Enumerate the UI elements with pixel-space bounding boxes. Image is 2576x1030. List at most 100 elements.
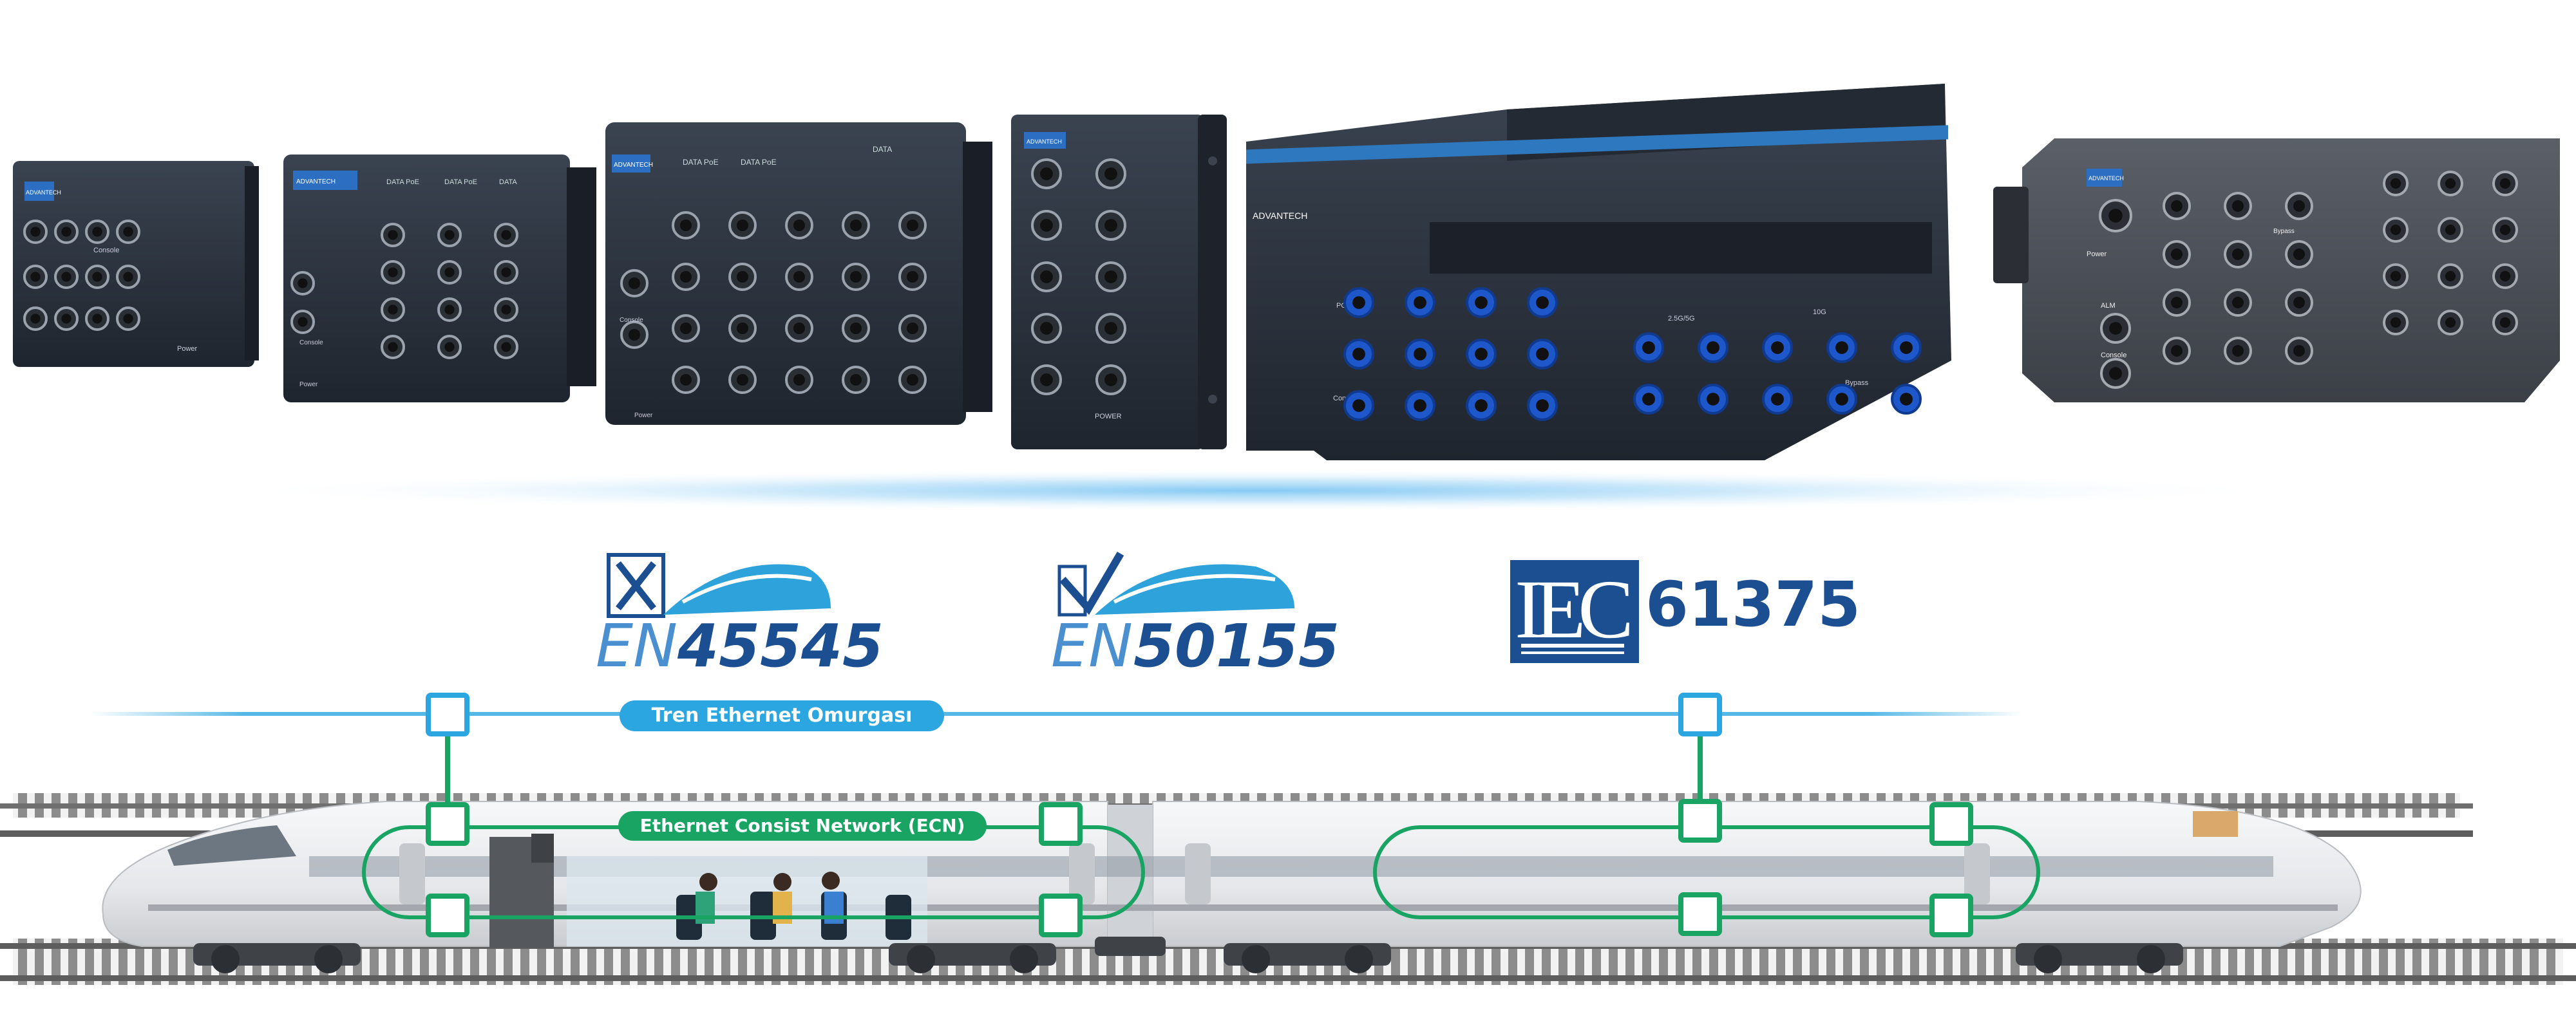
port-connector-center <box>680 271 692 283</box>
port-connector-center <box>850 374 862 386</box>
brand-label-1: ADVANTECH <box>26 189 61 196</box>
port-connector-center <box>1835 393 1848 406</box>
port-connector-center <box>737 374 748 386</box>
port-connector-center <box>1104 322 1117 335</box>
product-glow <box>225 469 2286 512</box>
port-connector-center <box>61 272 71 282</box>
port-connector-center <box>501 230 511 240</box>
port-connector-center <box>501 304 511 315</box>
port-connector-center <box>1771 341 1784 354</box>
device-5-label-2g5: 2.5G/5G <box>1668 315 1695 323</box>
backbone-label: Tren Ethernet Omurgası <box>620 700 944 731</box>
port-connector-center <box>2171 200 2183 212</box>
device-2-label-console: Console <box>299 339 323 346</box>
en45545-prefix: EN <box>596 612 677 680</box>
port-connector-center <box>680 374 692 386</box>
port-connector-center <box>501 342 511 352</box>
brand-label-5: ADVANTECH <box>1253 211 1307 221</box>
switch-device-2: ADVANTECH DATA PoE DATA PoE DATA Console… <box>283 154 596 402</box>
port-connector-center <box>1707 341 1719 354</box>
port-connector-center <box>2390 317 2401 328</box>
port-connector-center <box>2499 270 2511 282</box>
ports-device-3 <box>620 211 927 394</box>
port-connector-center <box>793 271 805 283</box>
port-connector-center <box>1642 341 1655 354</box>
device-2-label-power: Power <box>299 381 318 388</box>
device-5-label-10g: 10G <box>1813 308 1826 316</box>
port-connector-center <box>1536 399 1549 412</box>
port-connector-center <box>1040 373 1053 386</box>
device-3-header-1: DATA PoE <box>683 158 719 167</box>
port-connector-center <box>2232 200 2244 212</box>
en45545-number: 45545 <box>677 612 884 680</box>
port-connector-center <box>444 267 455 277</box>
port-connector-center <box>2232 297 2244 308</box>
port-connector-center <box>2171 345 2183 357</box>
device-1-label-power: Power <box>177 345 198 353</box>
device-3-header-2: DATA PoE <box>741 158 777 167</box>
iec-logo-text: IEC <box>1515 563 1634 656</box>
port-connector-center <box>1536 296 1549 309</box>
port-connector-center <box>1900 393 1913 406</box>
port-connector-center <box>92 272 102 282</box>
port-connector-center <box>123 272 133 282</box>
port-connector-center <box>30 227 41 237</box>
port-connector-center <box>2293 200 2305 212</box>
port-connector-center <box>1104 219 1117 232</box>
port-connector-center <box>1475 296 1488 309</box>
port-connector-center <box>444 342 455 352</box>
port-connector-center <box>92 227 102 237</box>
backbone-node-left <box>426 693 469 736</box>
device-6-label-alm: ALM <box>2101 302 2116 310</box>
port-connector-center <box>30 272 41 282</box>
port-connector-center <box>2499 317 2511 328</box>
port-connector-center <box>2109 322 2122 335</box>
port-connector-center <box>629 329 640 341</box>
device-3-header-3: DATA <box>873 145 892 154</box>
port-connector-center <box>2293 345 2305 357</box>
device-3-label-console: Console <box>620 317 643 324</box>
port-connector-center <box>1642 393 1655 406</box>
port-connector-center <box>2232 345 2244 357</box>
port-connector-center <box>850 271 862 283</box>
port-connector-center <box>737 220 748 231</box>
port-connector-center <box>388 267 398 277</box>
port-connector-center <box>1040 167 1053 180</box>
port-connector-center <box>2445 224 2456 236</box>
port-connector-center <box>123 227 133 237</box>
port-connector-center <box>1771 393 1784 406</box>
ports-device-2 <box>290 223 518 359</box>
port-connector-center <box>793 374 805 386</box>
device-1-label-console: Console <box>93 247 119 254</box>
port-connector-center <box>61 314 71 324</box>
port-connector-center <box>1352 296 1365 309</box>
port-connector-center <box>1707 393 1719 406</box>
port-connector-center <box>680 220 692 231</box>
port-connector-center <box>92 314 102 324</box>
brand-label-2: ADVANTECH <box>296 178 336 185</box>
consist-ring-right <box>1373 799 2040 937</box>
port-connector-center <box>2293 248 2305 260</box>
port-connector-center <box>388 304 398 315</box>
cert-en50155: EN 50155 <box>1051 551 1340 680</box>
port-connector-center <box>2108 209 2123 223</box>
device-4-label-power: POWER <box>1095 413 1122 420</box>
cert-iec61375: IEC 61375 <box>1510 560 1861 663</box>
port-connector-center <box>2390 270 2401 282</box>
port-connector-center <box>737 271 748 283</box>
port-connector-center <box>123 314 133 324</box>
port-connector-center <box>444 304 455 315</box>
port-connector-center <box>298 317 308 327</box>
port-connector-center <box>850 220 862 231</box>
ports-device-4 <box>1031 158 1126 395</box>
port-connector-center <box>2499 178 2511 189</box>
port-connector-center <box>444 230 455 240</box>
brand-label-4: ADVANTECH <box>1027 138 1062 145</box>
port-connector-center <box>61 227 71 237</box>
port-connector-center <box>2499 224 2511 236</box>
port-connector-center <box>2171 248 2183 260</box>
port-connector-center <box>793 220 805 231</box>
port-connector-center <box>1352 399 1365 412</box>
cert-en45545: EN 45545 <box>596 553 884 680</box>
port-connector-center <box>2445 178 2456 189</box>
